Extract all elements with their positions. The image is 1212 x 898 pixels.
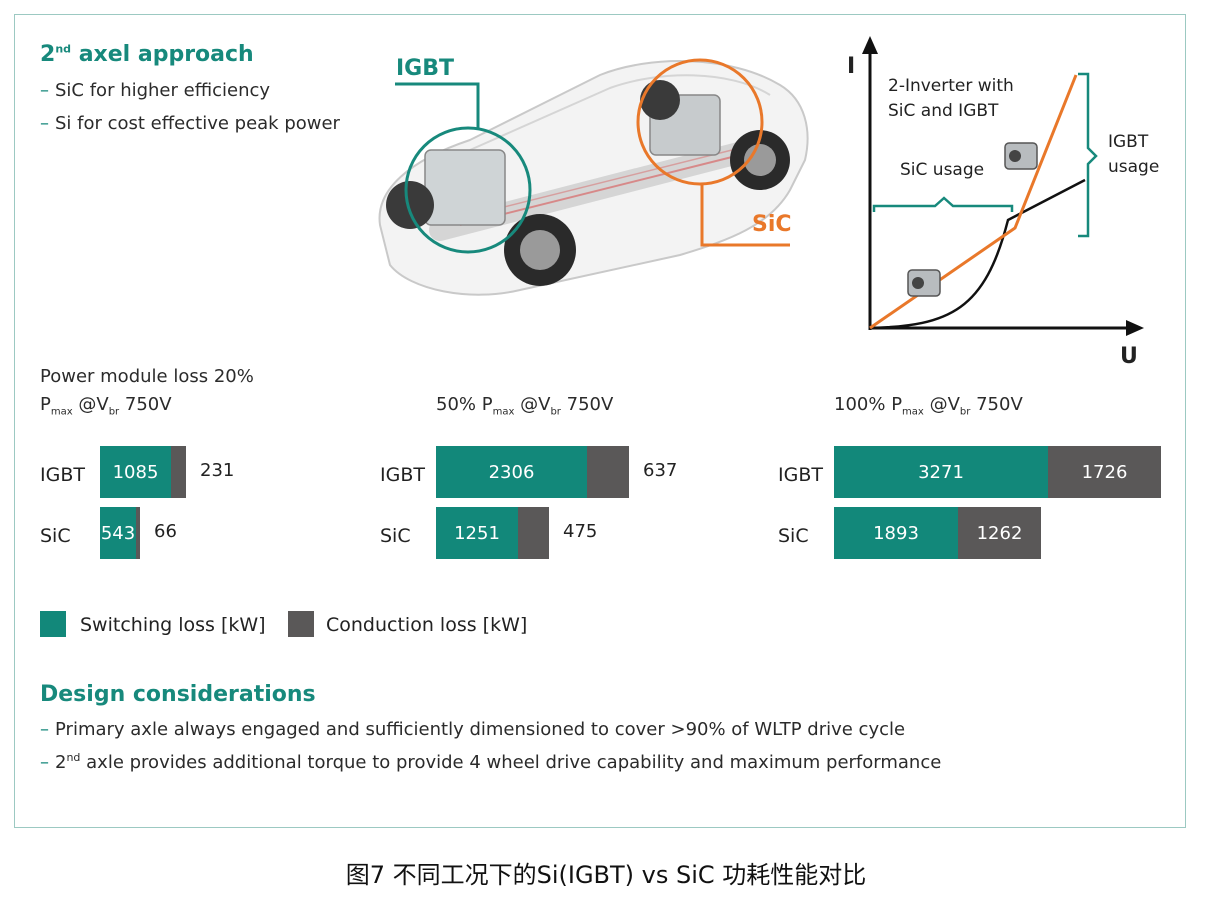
igbt-label: IGBT — [396, 56, 455, 81]
switching-segment-igbt: 1085 — [100, 446, 171, 498]
conduction-value-label: 66 — [154, 521, 177, 542]
panel-2-category-igbt: IGBT — [380, 464, 425, 486]
bullet-sic-efficiency: –SiC for higher efficiency — [40, 80, 271, 101]
igbt-usage-bracket — [1078, 72, 1098, 238]
switching-segment-sic: 543 — [100, 507, 136, 559]
panel-2-category-sic: SiC — [380, 525, 411, 547]
legend-conduction-swatch — [288, 611, 314, 637]
car-illustration — [378, 58, 809, 296]
conduction-value-label: 475 — [563, 521, 598, 542]
panel-2-subtitle: 50% Pmax @Vbr 750V — [436, 394, 614, 418]
sic-callout-line — [700, 184, 790, 247]
switching-segment-igbt: 2306 — [436, 446, 587, 498]
igbt-highlight-circle — [404, 126, 532, 254]
conduction-segment-sic: 1262 — [958, 507, 1041, 559]
panel-1-subtitle: Pmax @Vbr 750V — [40, 394, 172, 418]
sic-usage-label: SiC usage — [900, 160, 985, 180]
panel-1-category-igbt: IGBT — [40, 464, 85, 486]
conduction-segment-igbt — [171, 446, 186, 498]
switching-value-label: 1893 — [873, 522, 919, 544]
igbt-callout-line — [395, 82, 480, 130]
switching-value-label: 2306 — [488, 461, 535, 483]
slide-frame — [14, 14, 1186, 828]
conduction-segment-igbt: 1726 — [1048, 446, 1161, 498]
wheel-icon — [386, 80, 790, 286]
conduction-value-label: 1726 — [1081, 461, 1128, 483]
power-module-icon — [907, 142, 1038, 297]
iu-chart — [862, 36, 1144, 336]
switching-value-label: 1251 — [454, 522, 500, 544]
conduction-segment-sic — [518, 507, 549, 559]
panel-3-category-igbt: IGBT — [778, 464, 823, 486]
switching-value-label: 1085 — [112, 461, 159, 483]
x-axis-arrow-icon — [1126, 320, 1144, 336]
design-title: Design considerations — [40, 682, 316, 707]
panel-3-subtitle: 100% Pmax @Vbr 750V — [834, 394, 1023, 418]
panel-1-category-sic: SiC — [40, 525, 71, 547]
slide-title: 2nd axel approach — [40, 42, 254, 67]
x-axis-label: U — [1120, 344, 1138, 369]
panel-1-title: Power module loss 20% — [40, 366, 254, 387]
legend-switching-swatch — [40, 611, 66, 637]
design-bullet-2: –2nd axle provides additional torque to … — [40, 751, 942, 773]
conduction-value-label: 637 — [643, 460, 678, 481]
legend-switching-label: Switching loss [kW] — [80, 614, 266, 636]
switching-segment-sic: 1251 — [436, 507, 518, 559]
conduction-segment-igbt — [587, 446, 629, 498]
switching-value-label: 543 — [100, 522, 136, 544]
y-axis-arrow-icon — [862, 36, 878, 54]
sic-label: SiC — [752, 212, 792, 237]
panel-3-category-sic: SiC — [778, 525, 809, 547]
conduction-value-label: 1262 — [976, 522, 1023, 544]
sic-highlight-circle — [636, 58, 764, 186]
y-axis-label: I — [847, 54, 856, 79]
switching-segment-igbt: 3271 — [834, 446, 1048, 498]
design-bullet-1: –Primary axle always engaged and suffici… — [40, 719, 906, 740]
conduction-value-label: 231 — [200, 460, 235, 481]
bullet-si-cost: –Si for cost effective peak power — [40, 113, 340, 134]
conduction-segment-sic — [136, 507, 140, 559]
switching-segment-sic: 1893 — [834, 507, 958, 559]
sic-usage-bracket — [872, 196, 1014, 212]
switching-value-label: 3271 — [918, 461, 964, 483]
figure-caption: 图7 不同工况下的Si(IGBT) vs SiC 功耗性能对比 — [345, 861, 867, 889]
legend-conduction-label: Conduction loss [kW] — [326, 614, 528, 636]
